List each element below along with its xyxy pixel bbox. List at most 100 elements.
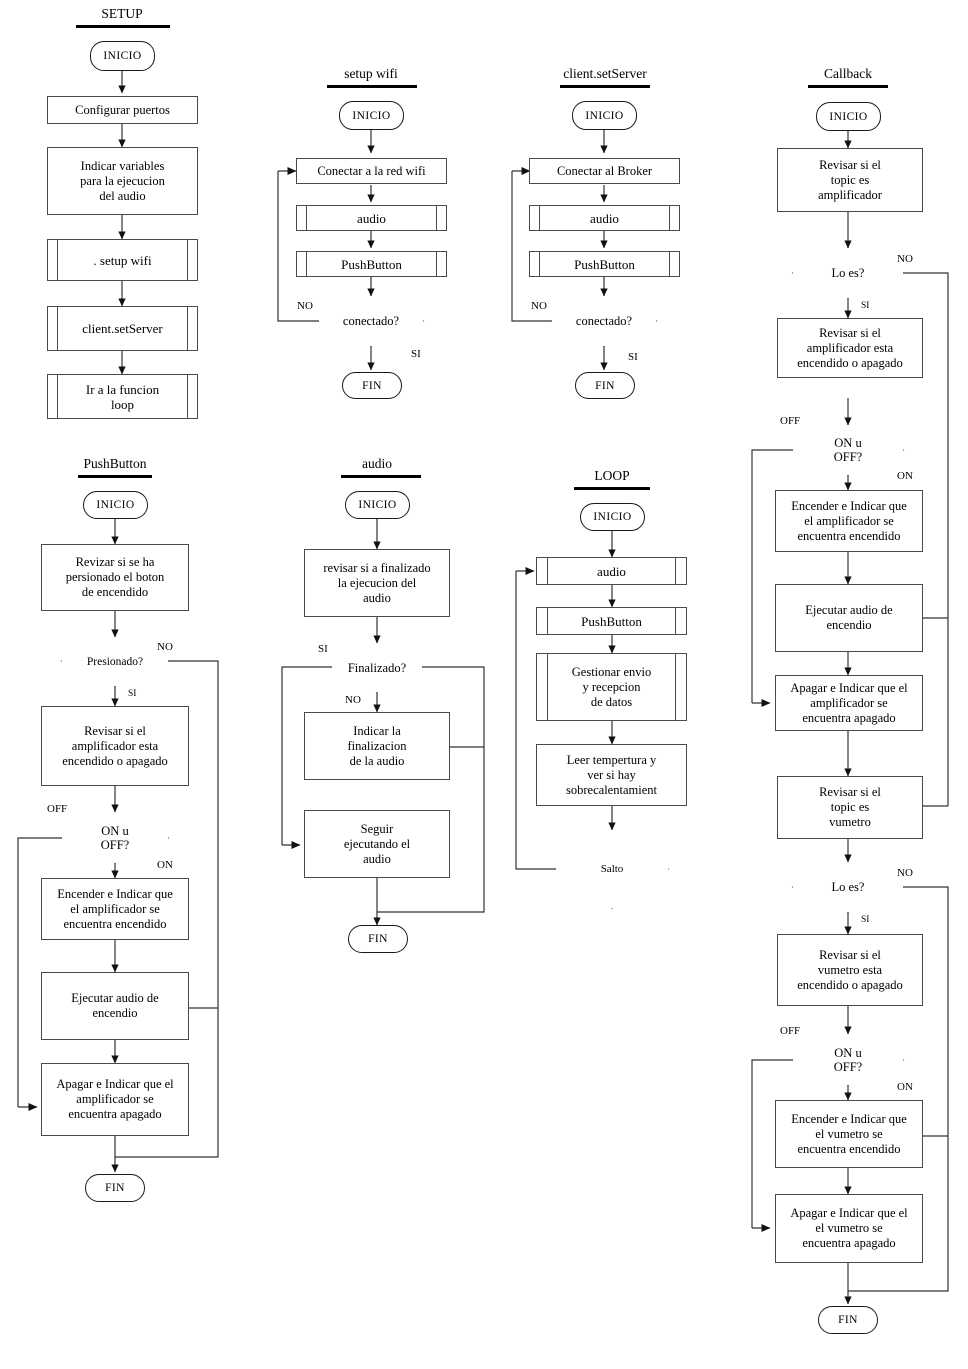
pushbutton-end-terminal: FIN: [85, 1174, 145, 1202]
predef-right-bar: [187, 375, 188, 418]
title-underline-loop: [574, 487, 650, 490]
line-2: la ejecucion del: [337, 575, 417, 590]
setserver-call-pushbutton: PushButton: [529, 251, 680, 277]
line-1: Seguir: [360, 821, 394, 836]
callback-revisar-amplificador-estado: Revisar si el amplificador esta encendid…: [777, 318, 923, 378]
setupwifi-end-terminal: FIN: [342, 372, 402, 399]
line-1: Ejecutar audio de: [71, 991, 159, 1005]
predef-left-bar: [547, 558, 548, 584]
setserver-decision-conectado: conectado?: [552, 296, 656, 346]
chart-title-setup: SETUP: [101, 6, 143, 21]
line-3: de la audio: [349, 753, 405, 768]
predef-left-bar: [57, 307, 58, 350]
edge-label-on: ON: [897, 1081, 913, 1093]
line-1: Revisar si el: [819, 785, 881, 799]
line-2: loop: [110, 396, 135, 412]
line-2: ver si hay: [587, 767, 636, 782]
setserver-start-terminal: INICIO: [572, 101, 637, 130]
audio-start-terminal: INICIO: [345, 491, 410, 519]
edge-label-si: SI: [861, 301, 870, 311]
callback-encender-amplificador: Encender e Indicar que el amplificador s…: [775, 490, 923, 552]
chart-title-client-setserver: client.setServer: [563, 66, 647, 81]
label: audio: [590, 210, 619, 226]
line-1: Encender e Indicar que: [791, 498, 907, 513]
predef-left-bar: [539, 252, 540, 276]
line-2: OFF?: [100, 837, 130, 852]
title-underline-audio: [341, 475, 421, 478]
callback-revisar-topic-vumetro: Revisar si el topic es vumetro: [777, 776, 923, 839]
edge-label-si: SI: [861, 915, 870, 925]
line-2: OFF?: [833, 450, 863, 464]
line-1: Revisar si el: [819, 325, 881, 340]
chart-title-audio: audio: [362, 456, 392, 471]
edge-label-no: NO: [531, 300, 547, 312]
callback-apagar-vumetro: Apagar e Indicar que el el vumetro se en…: [775, 1194, 923, 1263]
label: Lo es?: [831, 266, 865, 280]
edge-label-no: NO: [345, 694, 361, 706]
line-3: audio: [363, 851, 391, 866]
title-underline-client-setserver: [560, 85, 650, 88]
callback-apagar-amplificador: Apagar e Indicar que el amplificador se …: [775, 675, 923, 731]
callback-ejecutar-audio-encendio: Ejecutar audio de encendio: [775, 584, 923, 652]
predef-right-bar: [675, 654, 676, 720]
audio-end-terminal: FIN: [348, 925, 408, 953]
pushbutton-decision-presionado: Presionado?: [62, 637, 168, 686]
line-2: persionado el boton: [65, 570, 165, 584]
label: PushButton: [581, 613, 642, 629]
title-underline-pushbutton: [78, 475, 152, 478]
line-1: Leer tempertura y: [566, 752, 657, 767]
line-1: Revizar si se ha: [75, 555, 155, 569]
predef-left-bar: [539, 206, 540, 230]
line-2: topic es: [830, 800, 870, 814]
callback-encender-vumetro: Encender e Indicar que el vumetro se enc…: [775, 1100, 923, 1168]
chart-title-pushbutton: PushButton: [83, 456, 147, 471]
loop-gestionar-envio-recepcion: Gestionar envio y recepcion de datos: [536, 653, 687, 721]
line-1: Ejecutar audio de: [805, 603, 893, 617]
line-3: encendido o apagado: [797, 977, 903, 992]
line-3: encuentra apagado: [802, 710, 896, 725]
label: Presionado?: [86, 655, 144, 668]
setupwifi-start-terminal: INICIO: [339, 101, 404, 130]
label: Salto: [600, 863, 624, 875]
predef-left-bar: [306, 252, 307, 276]
edge-label-on: ON: [897, 470, 913, 482]
line-2: OFF?: [833, 1059, 863, 1074]
line-1: ON u: [834, 1045, 862, 1060]
line-3: encuentra encendido: [797, 1141, 901, 1156]
line-1: Indicar la: [353, 723, 401, 738]
line-2: el vumetro se: [815, 1126, 883, 1141]
setupwifi-call-pushbutton: PushButton: [296, 251, 447, 277]
label: client.setServer: [82, 321, 163, 336]
title-underline-callback: [808, 85, 888, 88]
predef-right-bar: [436, 206, 437, 230]
line-2: el vumetro se: [815, 1221, 883, 1235]
setserver-call-audio: audio: [529, 205, 680, 231]
pushbutton-start-terminal: INICIO: [83, 491, 148, 519]
pushbutton-encender-amplificador: Encender e Indicar que el amplificador s…: [41, 878, 189, 940]
setup-configurar-puertos: Configurar puertos: [47, 96, 198, 124]
setupwifi-call-audio: audio: [296, 205, 447, 231]
predef-right-bar: [669, 252, 670, 276]
line-3: vumetro: [829, 815, 871, 829]
edge-label-on: ON: [157, 859, 173, 871]
line-1: Encender e Indicar que: [57, 886, 173, 901]
line-3: encendido o apagado: [797, 355, 903, 370]
predef-left-bar: [57, 240, 58, 280]
line-1: Revisar si el: [819, 157, 881, 172]
line-2: el amplificador se: [804, 513, 894, 528]
setupwifi-conectar-red-wifi: Conectar a la red wifi: [296, 158, 447, 184]
edge-label-no: NO: [157, 641, 173, 653]
pushbutton-apagar-amplificador: Apagar e Indicar que el amplificador se …: [41, 1063, 189, 1136]
callback-revisar-vumetro-estado: Revisar si el vumetro esta encendido o a…: [777, 934, 923, 1006]
line-2: para la ejecucion: [80, 173, 165, 188]
callback-start-terminal: INICIO: [816, 102, 881, 131]
line-2: amplificador se: [810, 695, 888, 710]
callback-revisar-topic-amplificador: Revisar si el topic es amplificador: [777, 148, 923, 212]
setserver-end-terminal: FIN: [575, 372, 635, 399]
edge-label-si: SI: [411, 348, 421, 360]
line-2: finalizacion: [347, 738, 407, 753]
setupwifi-decision-conectado: conectado?: [319, 296, 423, 346]
callback-decision-on-u-off-amplificador: ON u OFF?: [793, 425, 903, 475]
label: audio: [597, 563, 626, 579]
